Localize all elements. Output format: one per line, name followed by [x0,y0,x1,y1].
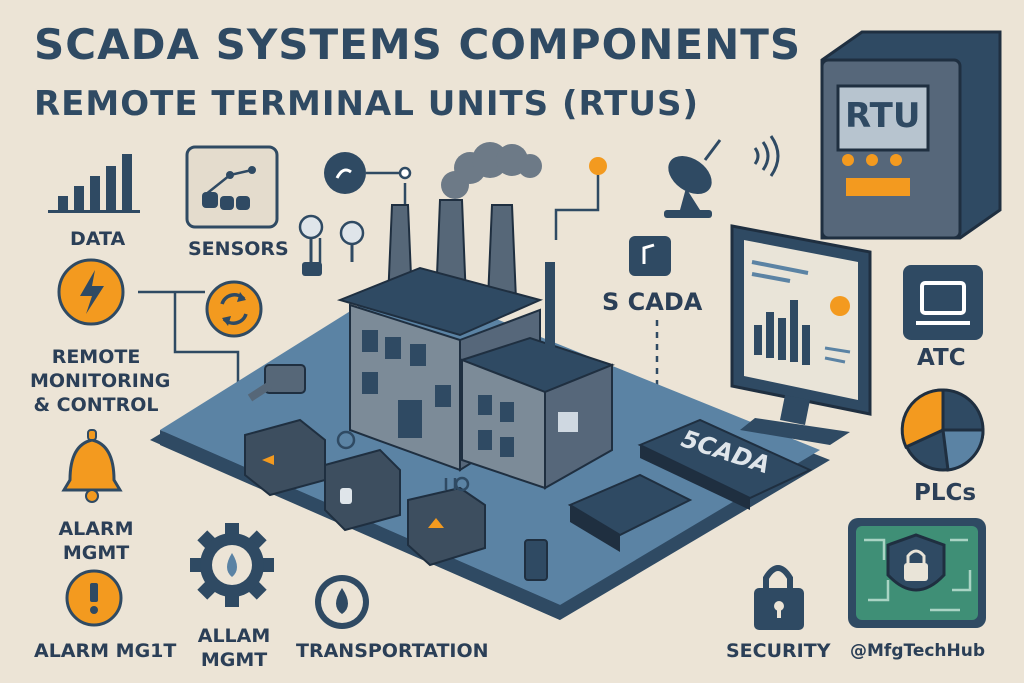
factory-icon [336,142,615,490]
sensor-probes [298,214,365,276]
label-handle: @MfgTechHub [850,641,986,661]
lightning-icon [57,258,125,326]
atc-icon [903,265,983,340]
label-sensors: SENSORS [188,238,289,260]
label-security: SECURITY [726,640,831,662]
sensors-icon [185,145,279,229]
scada-panel [637,418,813,510]
padlock-icon [754,565,804,630]
sync-icon [205,280,263,338]
wifi-signal-icon [753,135,780,177]
bar-chart-icon [48,154,140,213]
satellite-dish-icon [664,139,722,218]
label-alarm-mgmt: ALARM MGMT [58,518,134,564]
monitor-icon [730,224,872,445]
page-title: SCADA SYSTEMS COMPONENTS [34,20,802,69]
label-plcs: PLCs [914,480,977,506]
page-subtitle: REMOTE TERMINAL UNITS (RTUs) [34,84,700,124]
label-remote-monitoring: REMOTE MONITORING & CONTROL [30,346,171,416]
label-atc: ATC [917,345,966,371]
gear-drop-icon [190,523,274,607]
label-scada: S CADA [602,288,703,316]
bell-icon [61,429,123,503]
scada-tile-icon [629,236,671,276]
field-devices [244,364,693,581]
rtu-device-icon [820,30,1002,240]
label-data: DATA [70,228,126,250]
label-transportation: TRANSPORTATION [296,640,489,662]
drop-icon [315,575,369,629]
exclamation-icon [65,569,123,627]
shield-lock-icon [848,518,986,628]
label-allam-mgmt: ALLAM MGMT [197,625,271,671]
label-alarm-mg1t: ALARM MG1T [34,640,177,662]
gauge-icon [324,152,412,194]
pie-chart-icon [900,388,985,472]
label-rtu: RTU [845,96,921,136]
